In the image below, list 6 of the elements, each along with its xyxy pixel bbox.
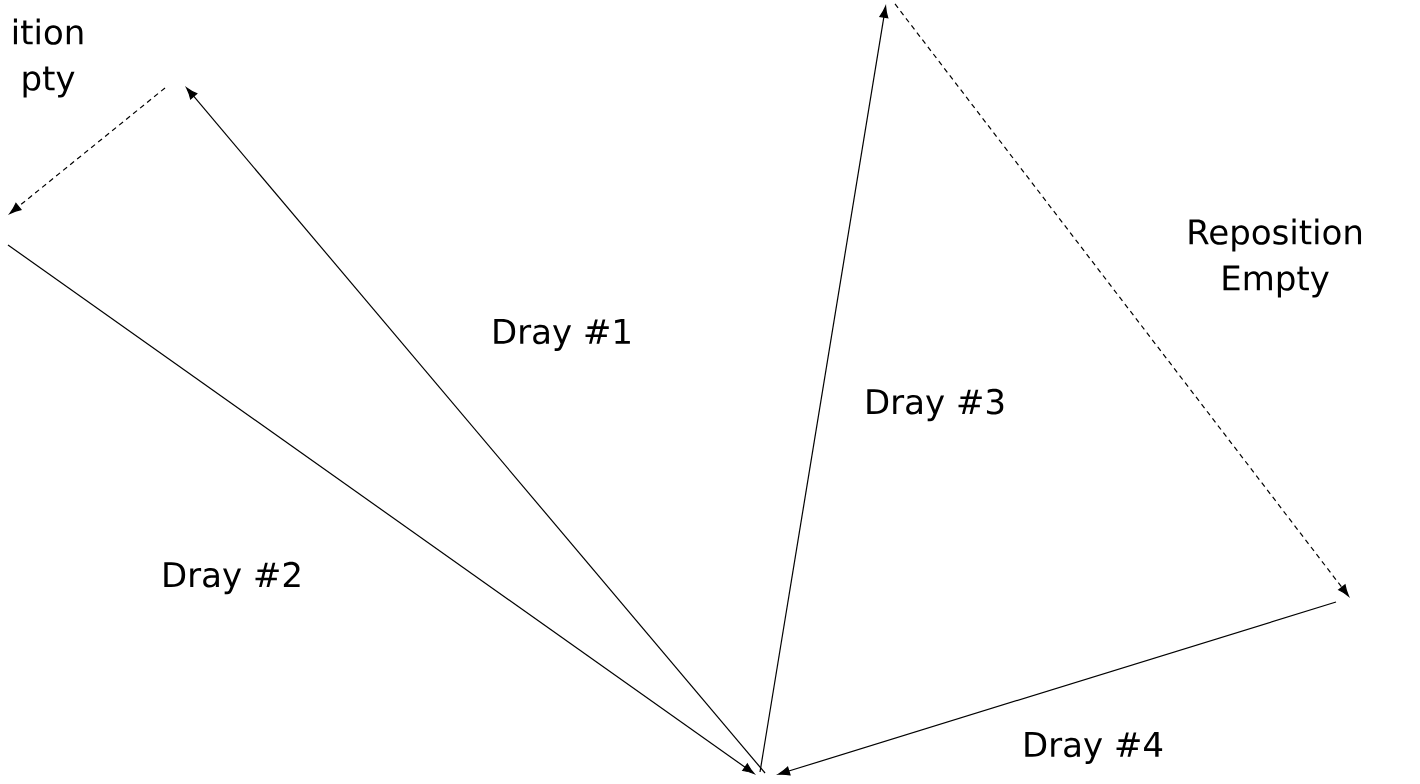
route-label: Dray #4 <box>1025 732 1163 764</box>
route-label: Dray #2 <box>164 561 300 595</box>
route-label: Reposition Empty <box>1189 218 1362 298</box>
route-label: Dray #1 <box>494 319 630 351</box>
route-label: Dray #3 <box>867 388 1004 422</box>
route-label: ition pty <box>13 18 83 98</box>
